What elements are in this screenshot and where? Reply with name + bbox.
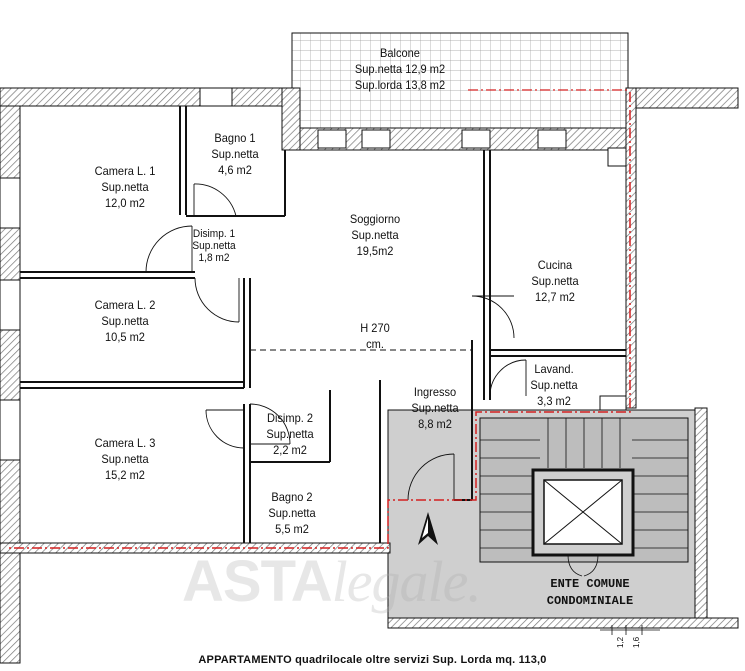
room-label-disimp2: Disimp. 2 Sup.netta 2,2 m2	[266, 411, 314, 457]
room-label-camera2: Camera L. 2 Sup.netta 10,5 m2	[94, 298, 156, 344]
room-label-height: H 270 cm.	[360, 321, 390, 351]
room-label-disimp1: Disimp. 1 Sup.netta 1,8 m2	[192, 228, 236, 264]
room-label-bagno2: Bagno 2 Sup.netta 5,5 m2	[268, 490, 316, 536]
room-label-soggiorno: Soggiorno Sup.netta 19,5m2	[349, 212, 401, 258]
dimension-label-2: 1,6	[632, 636, 641, 648]
dimension-label-1: 1,2	[616, 636, 625, 648]
north-arrow-icon	[418, 512, 438, 545]
watermark-logo: ASTAlegale.	[182, 549, 482, 614]
laundry-shaft	[599, 395, 627, 411]
room-label-bagno1: Bagno 1 Sup.netta 4,6 m2	[211, 131, 259, 177]
room-label-lavand: Lavand. Sup.netta 3,3 m2	[530, 362, 578, 408]
room-label-camera3: Camera L. 3 Sup.netta 15,2 m2	[94, 436, 156, 482]
room-label-camera1: Camera L. 1 Sup.netta 12,0 m2	[94, 164, 156, 210]
stair-steps	[480, 418, 688, 549]
interior-walls	[20, 106, 626, 543]
footer-caption: APPARTAMENTO quadrilocale oltre servizi …	[198, 654, 547, 666]
apartment-boundary	[6, 92, 631, 549]
kitchen-shaft	[607, 147, 627, 167]
room-label-balcone: Balcone Sup.netta 12,9 m2 Sup.lorda 13,8…	[354, 46, 446, 92]
common-area-label: ENTE COMUNE CONDOMINIALE	[546, 577, 634, 608]
balcony-windows	[199, 87, 567, 149]
left-windows	[0, 177, 21, 461]
room-label-ingresso: Ingresso Sup.netta 8,8 m2	[411, 385, 459, 431]
door-swings	[145, 183, 527, 501]
room-label-cucina: Cucina Sup.netta 12,7 m2	[531, 258, 579, 304]
balcony-floor	[291, 32, 629, 129]
dimension-marks	[600, 625, 660, 635]
